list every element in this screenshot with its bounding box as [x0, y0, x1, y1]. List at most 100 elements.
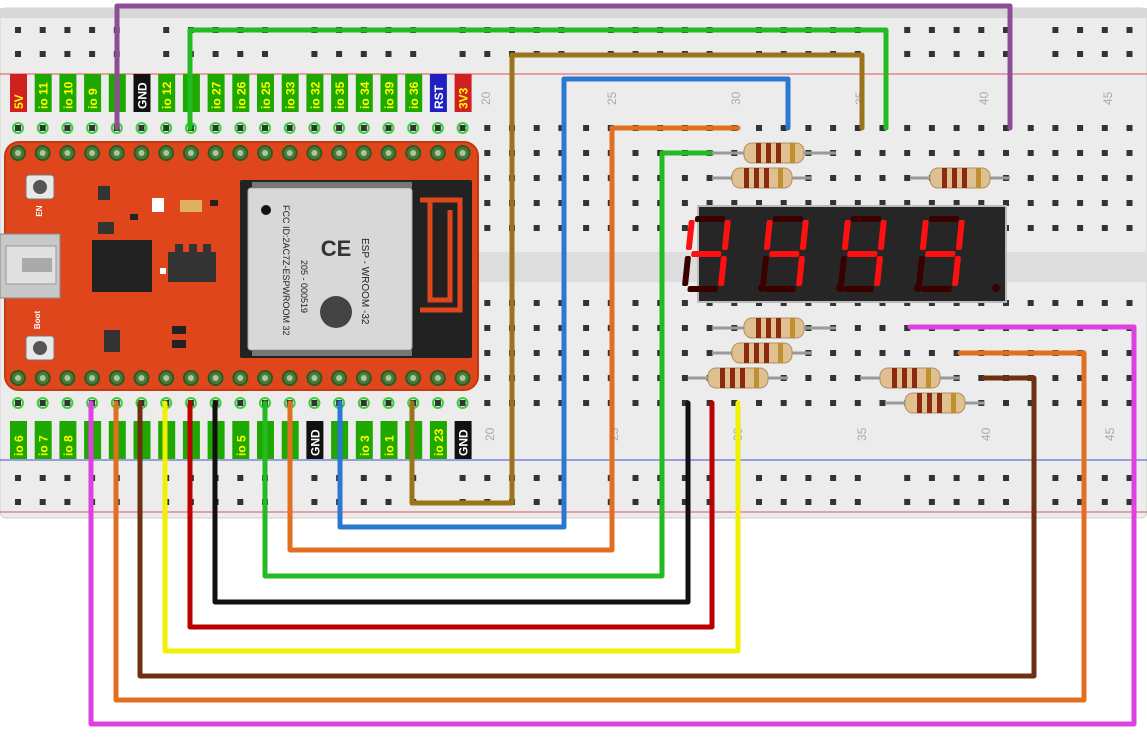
- rail-hole: [484, 51, 491, 57]
- breadboard-hole: [756, 200, 762, 206]
- segment-c: [952, 256, 961, 286]
- breadboard-hole: [558, 350, 565, 356]
- breadboard-hole: [1052, 225, 1059, 231]
- rail-hole: [1003, 51, 1009, 57]
- connected-hole: [36, 122, 49, 134]
- resistor-band: [766, 318, 771, 338]
- rail-hole: [262, 51, 268, 57]
- wire-purple: [114, 3, 1013, 131]
- breadboard-hole: [533, 350, 540, 356]
- breadboard-hole: [39, 400, 46, 406]
- connected-hole: [431, 122, 444, 134]
- resistor-band: [778, 343, 783, 363]
- breadboard-hole: [756, 125, 762, 131]
- rail-hole: [336, 51, 343, 57]
- rail-hole: [64, 27, 71, 33]
- breadboard-hole: [632, 300, 639, 306]
- rail-hole: [237, 475, 244, 481]
- breadboard-hole: [706, 175, 713, 181]
- usb-connector: [0, 233, 61, 299]
- breadboard-hole: [632, 375, 639, 381]
- rail-hole: [681, 475, 688, 481]
- breadboard-hole: [632, 150, 639, 156]
- top-pin-label: io 26: [234, 81, 248, 109]
- breadboard-hole: [953, 350, 960, 356]
- top-pin-label: io 34: [358, 81, 372, 109]
- segment-b: [721, 220, 731, 250]
- connected-hole: [382, 397, 395, 409]
- breadboard-hole: [830, 125, 837, 131]
- connected-hole: [135, 122, 148, 134]
- rail-hole: [64, 475, 71, 481]
- esp32-board: EN Boot: [0, 141, 479, 391]
- top-pin-label-bg: [34, 74, 52, 112]
- decimal-point: [836, 284, 844, 292]
- board-pin-center: [262, 375, 268, 381]
- module-brand: ESP - WROOM -32: [359, 238, 370, 325]
- breadboard-hole: [953, 150, 960, 156]
- rail-hole: [780, 475, 787, 481]
- board-pin-center: [311, 375, 318, 381]
- breadboard-hole: [311, 125, 318, 131]
- wire-magenta: [88, 324, 1137, 727]
- breadboard-hole: [879, 400, 886, 406]
- digit-1: [682, 216, 766, 292]
- bottom-pin-label-bg: [355, 421, 373, 459]
- seven-segment-display: [682, 205, 1007, 303]
- top-pin-label: io 36: [407, 81, 421, 109]
- decimal-point: [992, 284, 1000, 292]
- breadboard-hole: [830, 400, 837, 406]
- connected-hole: [160, 122, 173, 134]
- breadboard-hole: [681, 375, 688, 381]
- segment-g: [847, 251, 878, 257]
- resistor-band: [912, 368, 917, 388]
- wroom-module: ESP - WROOM -32 FCC ID:2AC7Z-ESPWROOM 32…: [240, 180, 472, 358]
- rail-hole: [953, 51, 960, 57]
- connected-hole: [12, 397, 24, 409]
- board-pin-center: [64, 375, 71, 381]
- top-pin-label: io 33: [284, 81, 298, 109]
- board-pin-center: [286, 375, 293, 381]
- module-fcc: FCC ID:2AC7Z-ESPWROOM 32: [281, 205, 291, 336]
- resistor-band: [764, 343, 769, 363]
- breadboard-hole: [558, 375, 565, 381]
- connected-hole: [456, 397, 469, 409]
- breadboard-hole: [583, 300, 590, 306]
- rail-hole: [681, 499, 688, 505]
- breadboard-hole: [212, 125, 219, 131]
- breadboard-hole: [928, 200, 935, 206]
- top-pin-label: 5V: [12, 94, 26, 109]
- top-pin-label-bg: [158, 74, 176, 112]
- rail-hole: [360, 51, 367, 57]
- bottom-pin-label: io 8: [61, 435, 75, 456]
- top-pin-label: io 27: [210, 81, 224, 109]
- breadboard-hole: [1052, 150, 1059, 156]
- breadboard-hole: [15, 400, 21, 406]
- breadboard-hole: [1052, 300, 1059, 306]
- resistor-band: [756, 318, 761, 338]
- breadboard-hole: [731, 200, 738, 206]
- breadboard-hole: [89, 125, 96, 131]
- breadboard-hole: [854, 200, 861, 206]
- breadboard-hole: [830, 175, 837, 181]
- top-pin-label-bg: [429, 74, 447, 112]
- breadboard-hole: [39, 125, 46, 131]
- segment-c: [874, 256, 883, 286]
- rail-hole: [410, 51, 417, 57]
- top-pin-label: io 10: [61, 81, 75, 109]
- segment-b: [799, 220, 809, 250]
- rail-hole: [237, 499, 244, 505]
- rail-hole: [558, 499, 565, 505]
- breadboard-hole: [681, 175, 688, 181]
- breadboard-hole: [928, 125, 935, 131]
- rail-hole: [830, 499, 837, 505]
- bottom-pin-label-bg: [10, 421, 27, 459]
- breadboard-hole: [484, 225, 491, 231]
- rail-hole: [1077, 499, 1084, 505]
- resistors: [688, 142, 1010, 414]
- breadboard-hole: [583, 125, 590, 131]
- rail-hole: [212, 51, 219, 57]
- breadboard-hole: [978, 150, 985, 156]
- resistor-band: [754, 168, 759, 188]
- breadboard-hole: [1027, 400, 1034, 406]
